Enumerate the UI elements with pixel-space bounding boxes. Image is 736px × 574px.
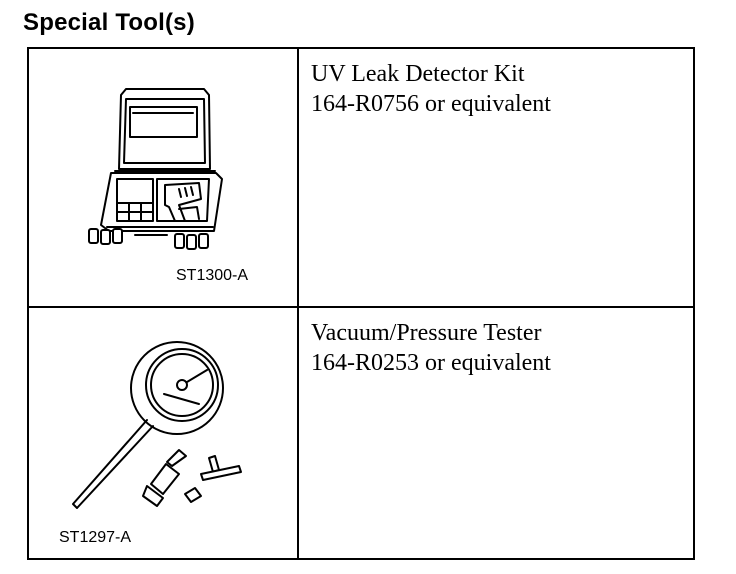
tool-name: Vacuum/Pressure Tester — [311, 320, 542, 346]
special-tools-table: ST1300-A UV Leak Detector Kit 164-R0756 … — [27, 47, 695, 560]
tool-row-vacuum-pressure-tester: ST1297-A Vacuum/Pressure Tester 164-R025… — [27, 306, 695, 560]
illustration-code: ST1297-A — [59, 529, 132, 546]
tool-illustration-cell: ST1297-A — [27, 306, 299, 560]
tool-name: UV Leak Detector Kit — [311, 61, 525, 87]
page-title: Special Tool(s) — [23, 9, 195, 36]
tool-description-cell: UV Leak Detector Kit 164-R0756 or equiva… — [297, 47, 695, 308]
uv-leak-detector-kit-icon — [88, 88, 223, 250]
vacuum-pressure-gauge-icon — [72, 341, 242, 509]
tool-part-number: 164-R0253 or equivalent — [311, 350, 551, 376]
tool-part-number: 164-R0756 or equivalent — [311, 91, 551, 117]
tool-row-uv-leak-detector: ST1300-A UV Leak Detector Kit 164-R0756 … — [27, 47, 695, 308]
tool-illustration-cell: ST1300-A — [27, 47, 299, 308]
tool-description-cell: Vacuum/Pressure Tester 164-R0253 or equi… — [297, 306, 695, 560]
illustration-code: ST1300-A — [176, 267, 249, 284]
